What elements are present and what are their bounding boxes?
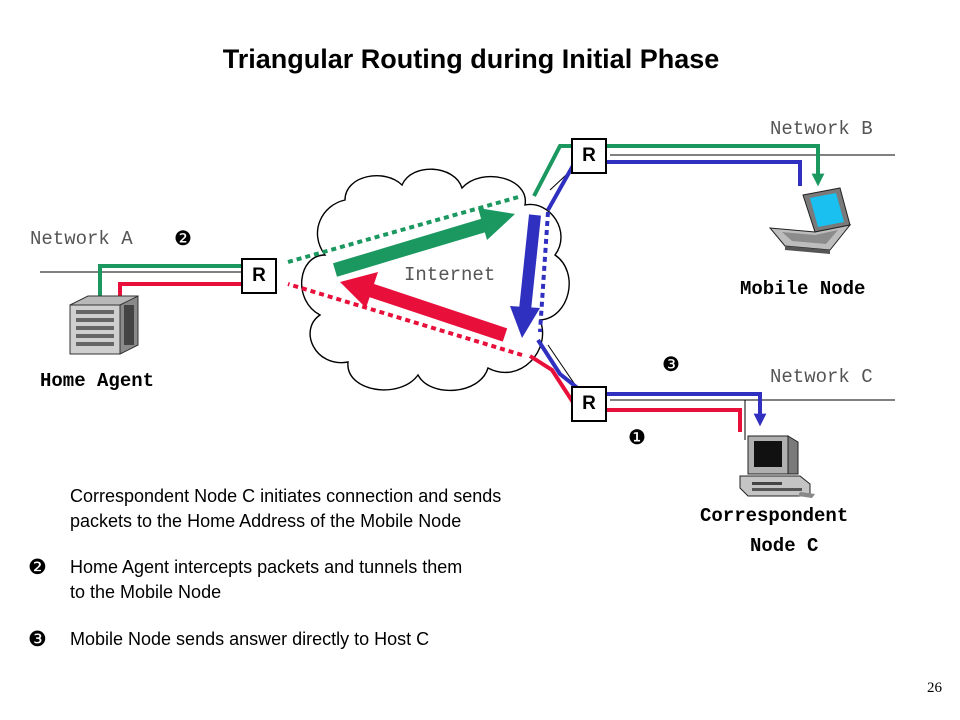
green-path-b xyxy=(532,144,825,197)
router-network-c: R xyxy=(571,386,607,422)
blue-direct xyxy=(538,211,550,333)
network-a-marker: ❷ xyxy=(174,226,192,250)
network-b-label: Network B xyxy=(770,118,873,140)
step-3-symbol: ❸ xyxy=(28,627,47,651)
correspondent-label-line2: Node C xyxy=(750,535,819,557)
step-1-symbol xyxy=(28,484,70,534)
router-network-a: R xyxy=(241,258,277,294)
network-c-label: Network C xyxy=(770,366,873,388)
step-3-text: Mobile Node sends answer directly to Hos… xyxy=(70,627,429,652)
server-icon xyxy=(69,295,139,355)
router-label: R xyxy=(252,265,266,286)
blue-big-arrowhead xyxy=(510,306,540,338)
green-big-arrow xyxy=(332,218,488,277)
step-1-line2: packets to the Home Address of the Mobil… xyxy=(70,511,462,531)
red-tunnel xyxy=(287,282,523,357)
router-network-b: R xyxy=(571,138,607,174)
step-2-symbol: ❷ xyxy=(28,555,47,579)
red-big-arrowhead xyxy=(340,272,378,308)
page-number: 26 xyxy=(927,680,942,696)
slide-title: Triangular Routing during Initial Phase xyxy=(222,44,720,74)
step-2-line1: Home Agent intercepts packets and tunnel… xyxy=(70,557,463,577)
green-big-arrowhead xyxy=(478,208,515,240)
step-1-text: Correspondent Node C initiates connectio… xyxy=(70,484,501,534)
correspondent-marker: ❶ xyxy=(628,425,646,449)
correspondent-label-line1: Correspondent xyxy=(700,505,849,527)
mobile-node-label: Mobile Node xyxy=(740,278,866,300)
step-2-text: Home Agent intercepts packets and tunnel… xyxy=(70,555,462,605)
network-a-label: Network A xyxy=(30,228,133,250)
router-label: R xyxy=(582,145,596,166)
internet-label: Internet xyxy=(404,264,496,286)
home-agent-label: Home Agent xyxy=(40,370,155,392)
green-tunnel xyxy=(287,194,523,264)
desktop-computer-icon xyxy=(739,435,815,498)
step-1: Correspondent Node C initiates connectio… xyxy=(28,484,501,534)
network-c-marker: ❸ xyxy=(662,352,680,376)
blue-big-arrow xyxy=(519,214,541,311)
laptop-icon xyxy=(768,187,852,254)
router-label: R xyxy=(582,393,596,414)
blue-path-b xyxy=(546,160,802,211)
step-2-line2: to the Mobile Node xyxy=(70,582,222,602)
step-1-line1: Correspondent Node C initiates connectio… xyxy=(70,486,502,506)
red-big-arrow xyxy=(367,283,508,342)
step-3-line1: Mobile Node sends answer directly to Hos… xyxy=(70,629,430,649)
step-2: ❷ Home Agent intercepts packets and tunn… xyxy=(28,555,462,605)
green-path-a xyxy=(98,264,252,302)
step-3: ❸ Mobile Node sends answer directly to H… xyxy=(28,627,429,652)
red-path-a xyxy=(113,282,252,311)
